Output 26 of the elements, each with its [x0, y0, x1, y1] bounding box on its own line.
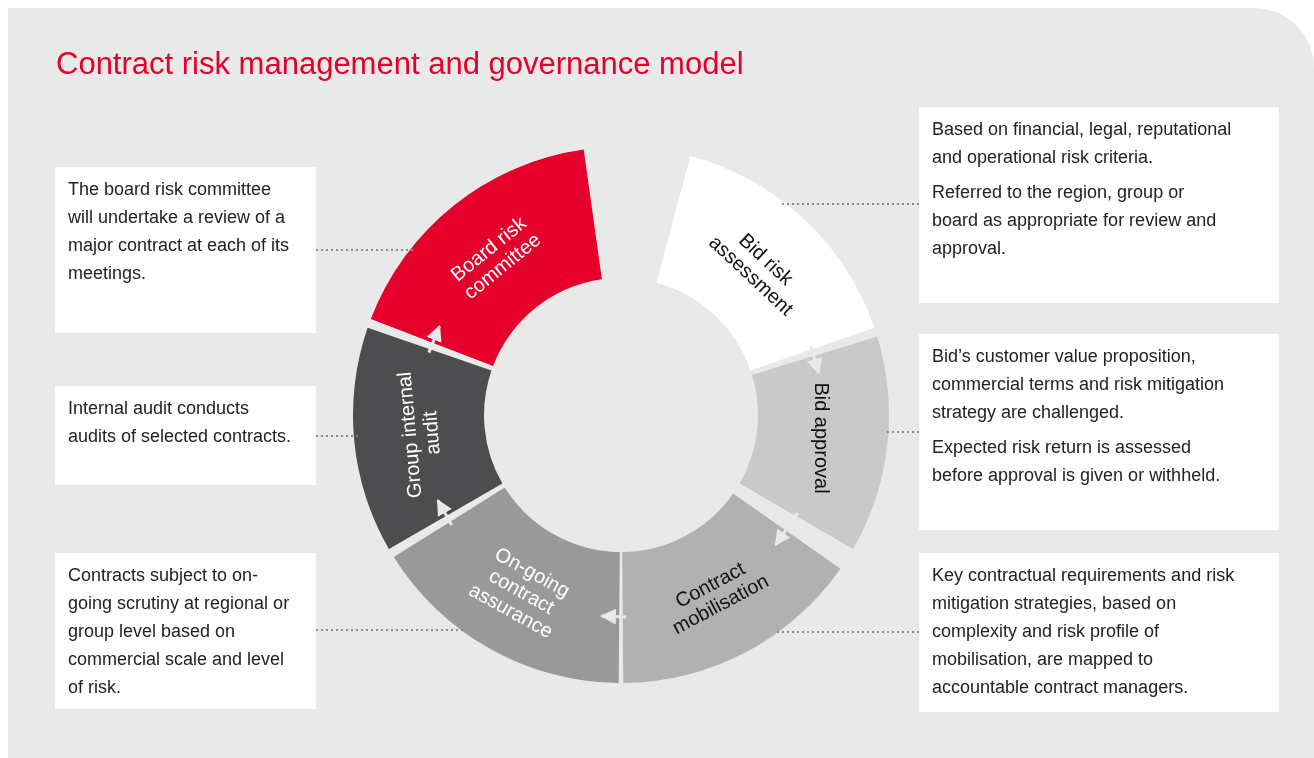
- segment-label: Bid approval: [810, 381, 833, 496]
- leader-line: [315, 629, 466, 631]
- text-box: [55, 167, 316, 333]
- description-text: Contracts subject to on-going scrutiny at regional or group level based on commercial scale and level of risk.: [68, 564, 291, 699]
- cycle-arrow: [426, 324, 442, 354]
- text-box: [919, 107, 1279, 303]
- text-box: [55, 386, 316, 485]
- segment-label: Group internal audit: [391, 370, 445, 502]
- cycle-arrow: [806, 345, 823, 375]
- description-text: Referred to the region, group or board as appropriate for review and approval.: [932, 181, 1218, 260]
- cycle-arrow: [600, 608, 627, 625]
- text-box: [919, 334, 1279, 530]
- description-text: Internal audit conducts audits of selected contracts.: [68, 397, 293, 448]
- description-text: Key contractual requirements and risk mitigation strategies, based on complexity and risk profile of mobilisation, are mapped to accountable contract managers.: [932, 564, 1235, 699]
- cycle-arrow: [774, 512, 799, 547]
- leader-line: [315, 435, 359, 437]
- description-text: The board risk committee will undertake a review of a major contract at each of its meetings.: [68, 178, 291, 285]
- text-box: [55, 553, 316, 709]
- description-text: Expected risk return is assessed before approval is given or withheld.: [932, 436, 1222, 487]
- diagram-title: Contract risk management and governance model: [56, 46, 744, 82]
- leader-line: [315, 249, 415, 251]
- leader-line: [781, 203, 920, 205]
- description-text: Based on financial, legal, reputational and operational risk criteria.: [932, 118, 1233, 169]
- cycle-arrow: [436, 499, 453, 526]
- text-box: [919, 553, 1279, 712]
- description-text: Bid’s customer value proposition, commercial terms and risk mitigation strategy are challenged.: [932, 345, 1226, 424]
